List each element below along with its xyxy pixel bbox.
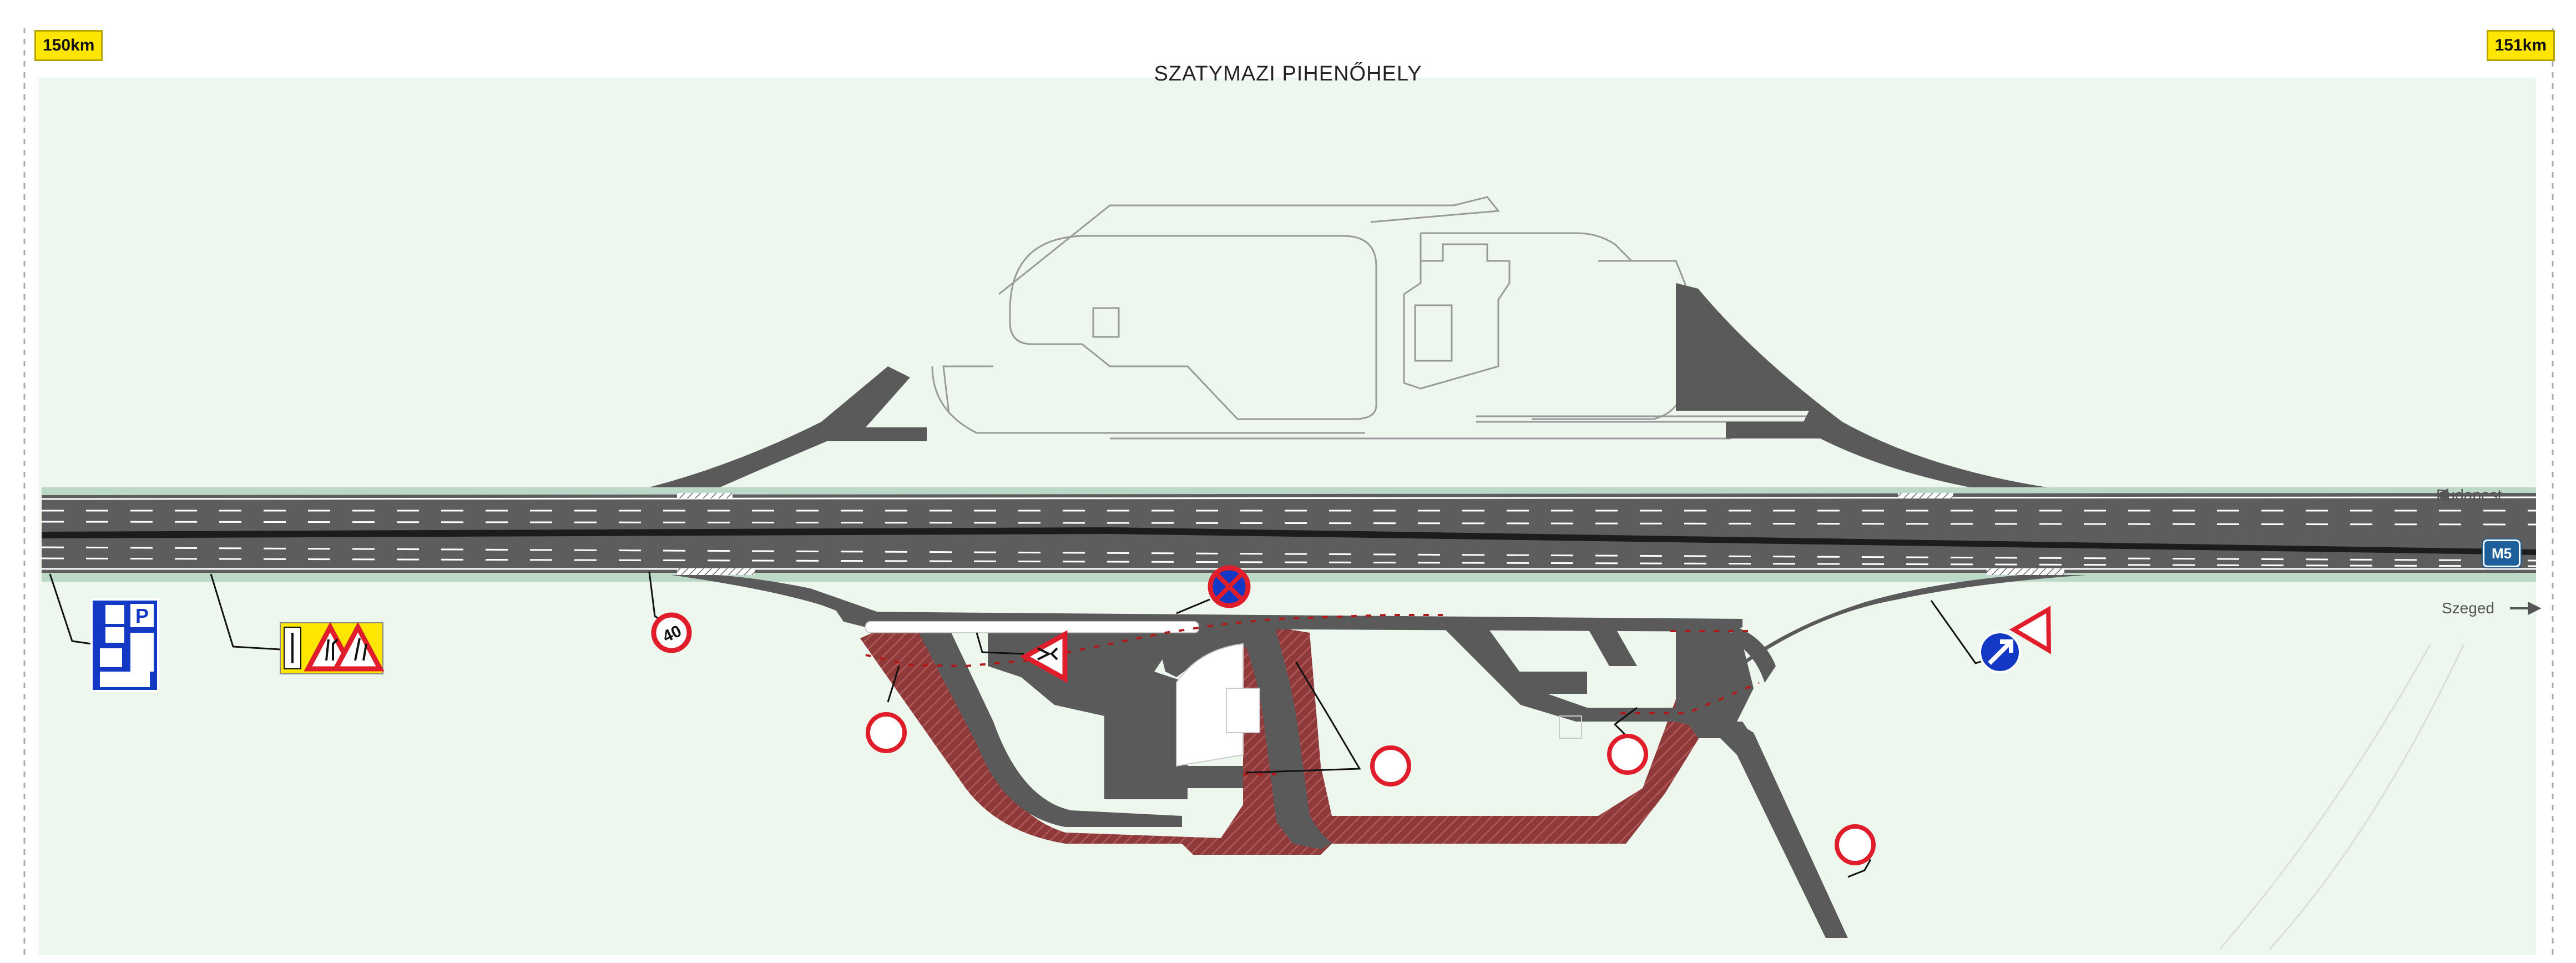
km-marker-start: 150km	[34, 30, 103, 61]
south-verge	[42, 572, 2536, 582]
km-marker-end: 151km	[2486, 30, 2555, 61]
traffic-delineators	[865, 614, 1760, 775]
map-title: SZATYMAZI PIHENŐHELY	[1154, 62, 1422, 85]
svg-text:P: P	[135, 604, 149, 627]
south-merge-hatch	[1987, 568, 2064, 575]
sign-leader-lines	[49, 571, 1993, 878]
speed-limit-sign: 40	[651, 612, 692, 653]
give-way-sign	[2009, 606, 2052, 654]
rest-area-information-sign: P	[90, 598, 159, 692]
keep-right-sign	[1979, 631, 2021, 673]
central-reservation	[42, 527, 2536, 555]
motorway-shield: M5	[2483, 540, 2521, 567]
lane-merge-warning-sign	[280, 622, 385, 674]
lane-markings	[41, 496, 2537, 570]
north-merge-hatch	[1898, 493, 1953, 498]
south-diverge-hatch	[677, 568, 755, 575]
background-curves	[2219, 643, 2465, 950]
north-exit-ramp	[622, 366, 927, 494]
direction-label-budapest: Budapest	[2436, 486, 2502, 503]
north-diverge-hatch	[677, 493, 733, 498]
north-entry-ramp	[1676, 283, 2098, 494]
no-stopping-sign	[1208, 565, 1251, 608]
road-narrows-warning-sign	[1019, 630, 1068, 683]
south-area-islands	[865, 621, 1582, 767]
direction-arrows	[2434, 488, 2542, 616]
prohibition-sign	[866, 712, 1876, 865]
north-facilities-outline	[931, 196, 1827, 440]
direction-label-szeged: Szeged	[2442, 599, 2494, 617]
south-rest-area-roads	[671, 575, 2087, 938]
